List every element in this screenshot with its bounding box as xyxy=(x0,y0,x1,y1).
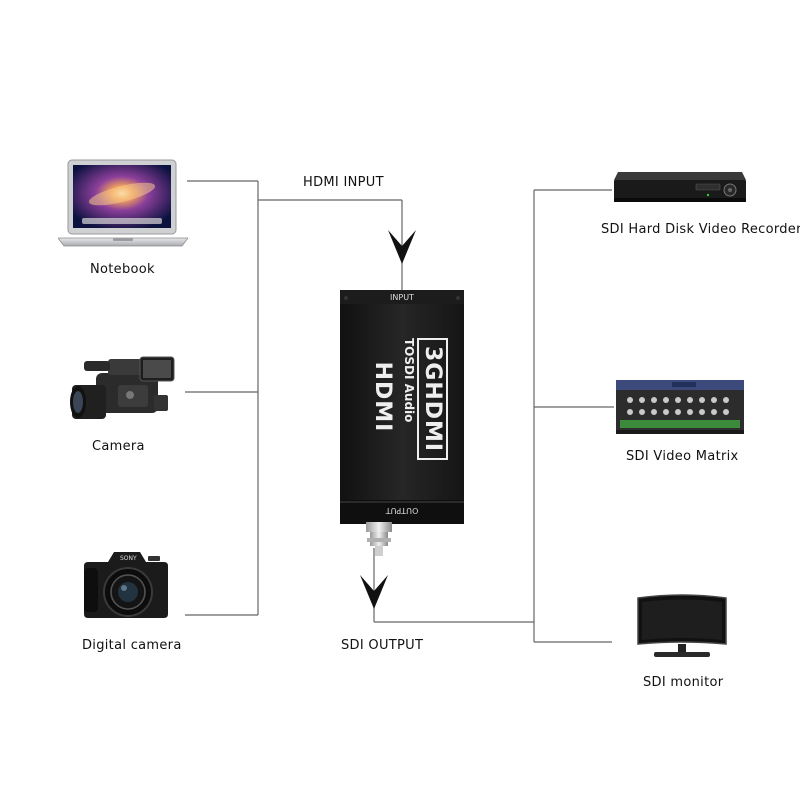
model-logo: 3GHDMI TOSDI Audio xyxy=(404,338,448,478)
hdmi-input-label: HDMI INPUT xyxy=(303,175,384,190)
camera-label: Camera xyxy=(92,439,145,454)
monitor-label: SDI monitor xyxy=(643,675,723,690)
notebook-label: Notebook xyxy=(90,262,155,277)
model-subtitle: TOSDI Audio xyxy=(402,338,416,478)
matrix-icon xyxy=(612,376,748,438)
digital-camera-icon: SONY xyxy=(82,546,170,620)
recorder-label: SDI Hard Disk Video Recorder xyxy=(601,222,800,237)
monitor-icon xyxy=(636,594,728,662)
recorder-icon xyxy=(612,168,748,208)
sony-brand-text: SONY xyxy=(120,555,137,562)
output-port-label: OUTPUT xyxy=(336,506,468,515)
hdmi-logo: HDMI xyxy=(363,345,401,449)
sdi-output-label: SDI OUTPUT xyxy=(341,638,423,653)
camera-icon xyxy=(68,355,178,435)
hdmi-to-sdi-converter: INPUT OUTPUT HDMI 3GHDMI TOSDI Audio xyxy=(336,290,468,558)
input-port-label: INPUT xyxy=(336,293,468,302)
notebook-icon xyxy=(58,158,188,248)
digital-camera-label: Digital camera xyxy=(82,638,182,653)
matrix-label: SDI Video Matrix xyxy=(626,449,739,464)
